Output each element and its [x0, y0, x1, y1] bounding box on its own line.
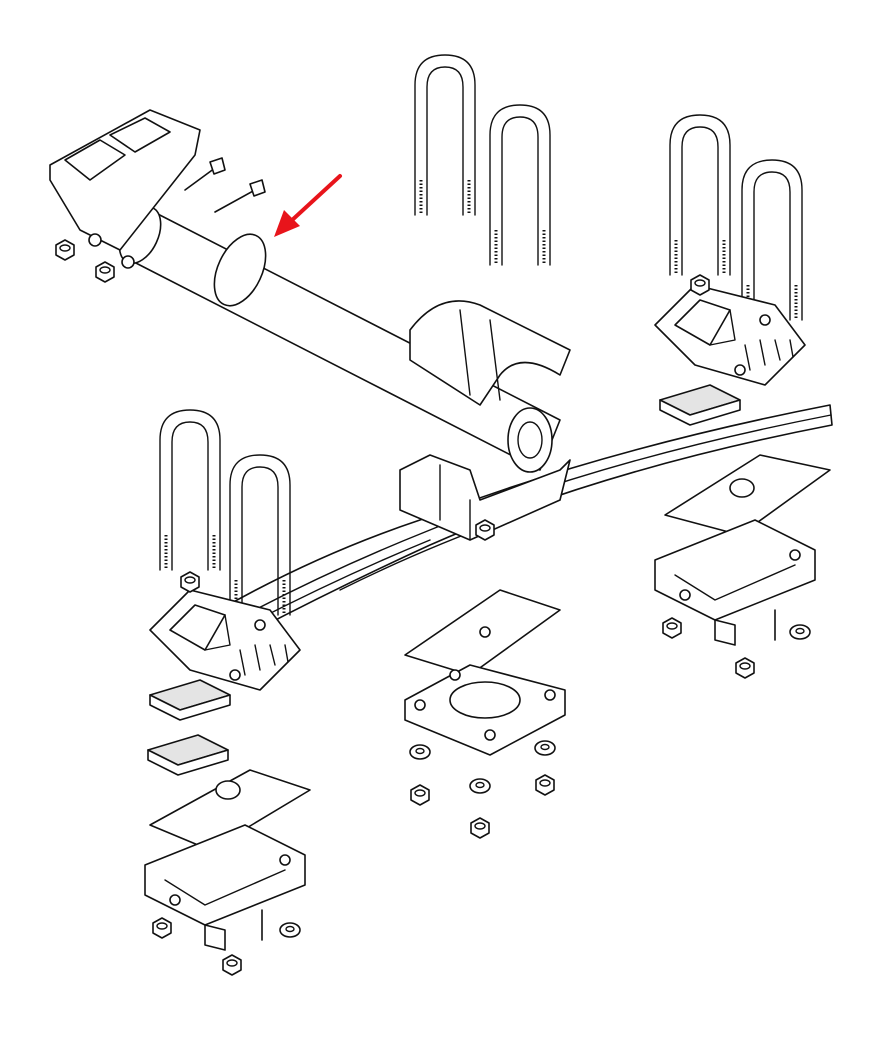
- washer: [789, 624, 811, 640]
- center-bolt-head: [729, 478, 755, 498]
- center-bolt-head: [215, 780, 241, 800]
- nut: [410, 784, 430, 806]
- axle-tube: [118, 205, 561, 473]
- nut: [662, 617, 682, 639]
- nut: [180, 571, 200, 593]
- spring-seat-saddle: [654, 284, 806, 386]
- spring-pad: [147, 734, 229, 776]
- nut: [222, 954, 242, 976]
- bolt: [184, 157, 266, 213]
- u-bolt: [158, 408, 222, 572]
- nut: [690, 274, 710, 296]
- spring-pad: [659, 384, 741, 426]
- nut: [535, 774, 555, 796]
- washer: [409, 744, 431, 760]
- axle-collar-ring: [213, 233, 267, 307]
- u-bolt: [413, 53, 477, 217]
- u-bolt: [488, 103, 552, 267]
- washer: [469, 778, 491, 794]
- washer: [279, 922, 301, 938]
- center-clamp: [399, 300, 571, 541]
- nut: [735, 657, 755, 679]
- nut: [152, 917, 172, 939]
- u-bolt: [740, 158, 804, 322]
- washer: [534, 740, 556, 756]
- nut: [475, 519, 495, 541]
- nut: [95, 261, 115, 283]
- u-bolt: [668, 113, 732, 277]
- axle-seat-plate: [404, 664, 566, 756]
- mounting-bracket: [49, 109, 201, 269]
- callout-arrow: [274, 174, 342, 237]
- nut: [470, 817, 490, 839]
- spring-pad: [149, 679, 231, 721]
- nut: [55, 239, 75, 261]
